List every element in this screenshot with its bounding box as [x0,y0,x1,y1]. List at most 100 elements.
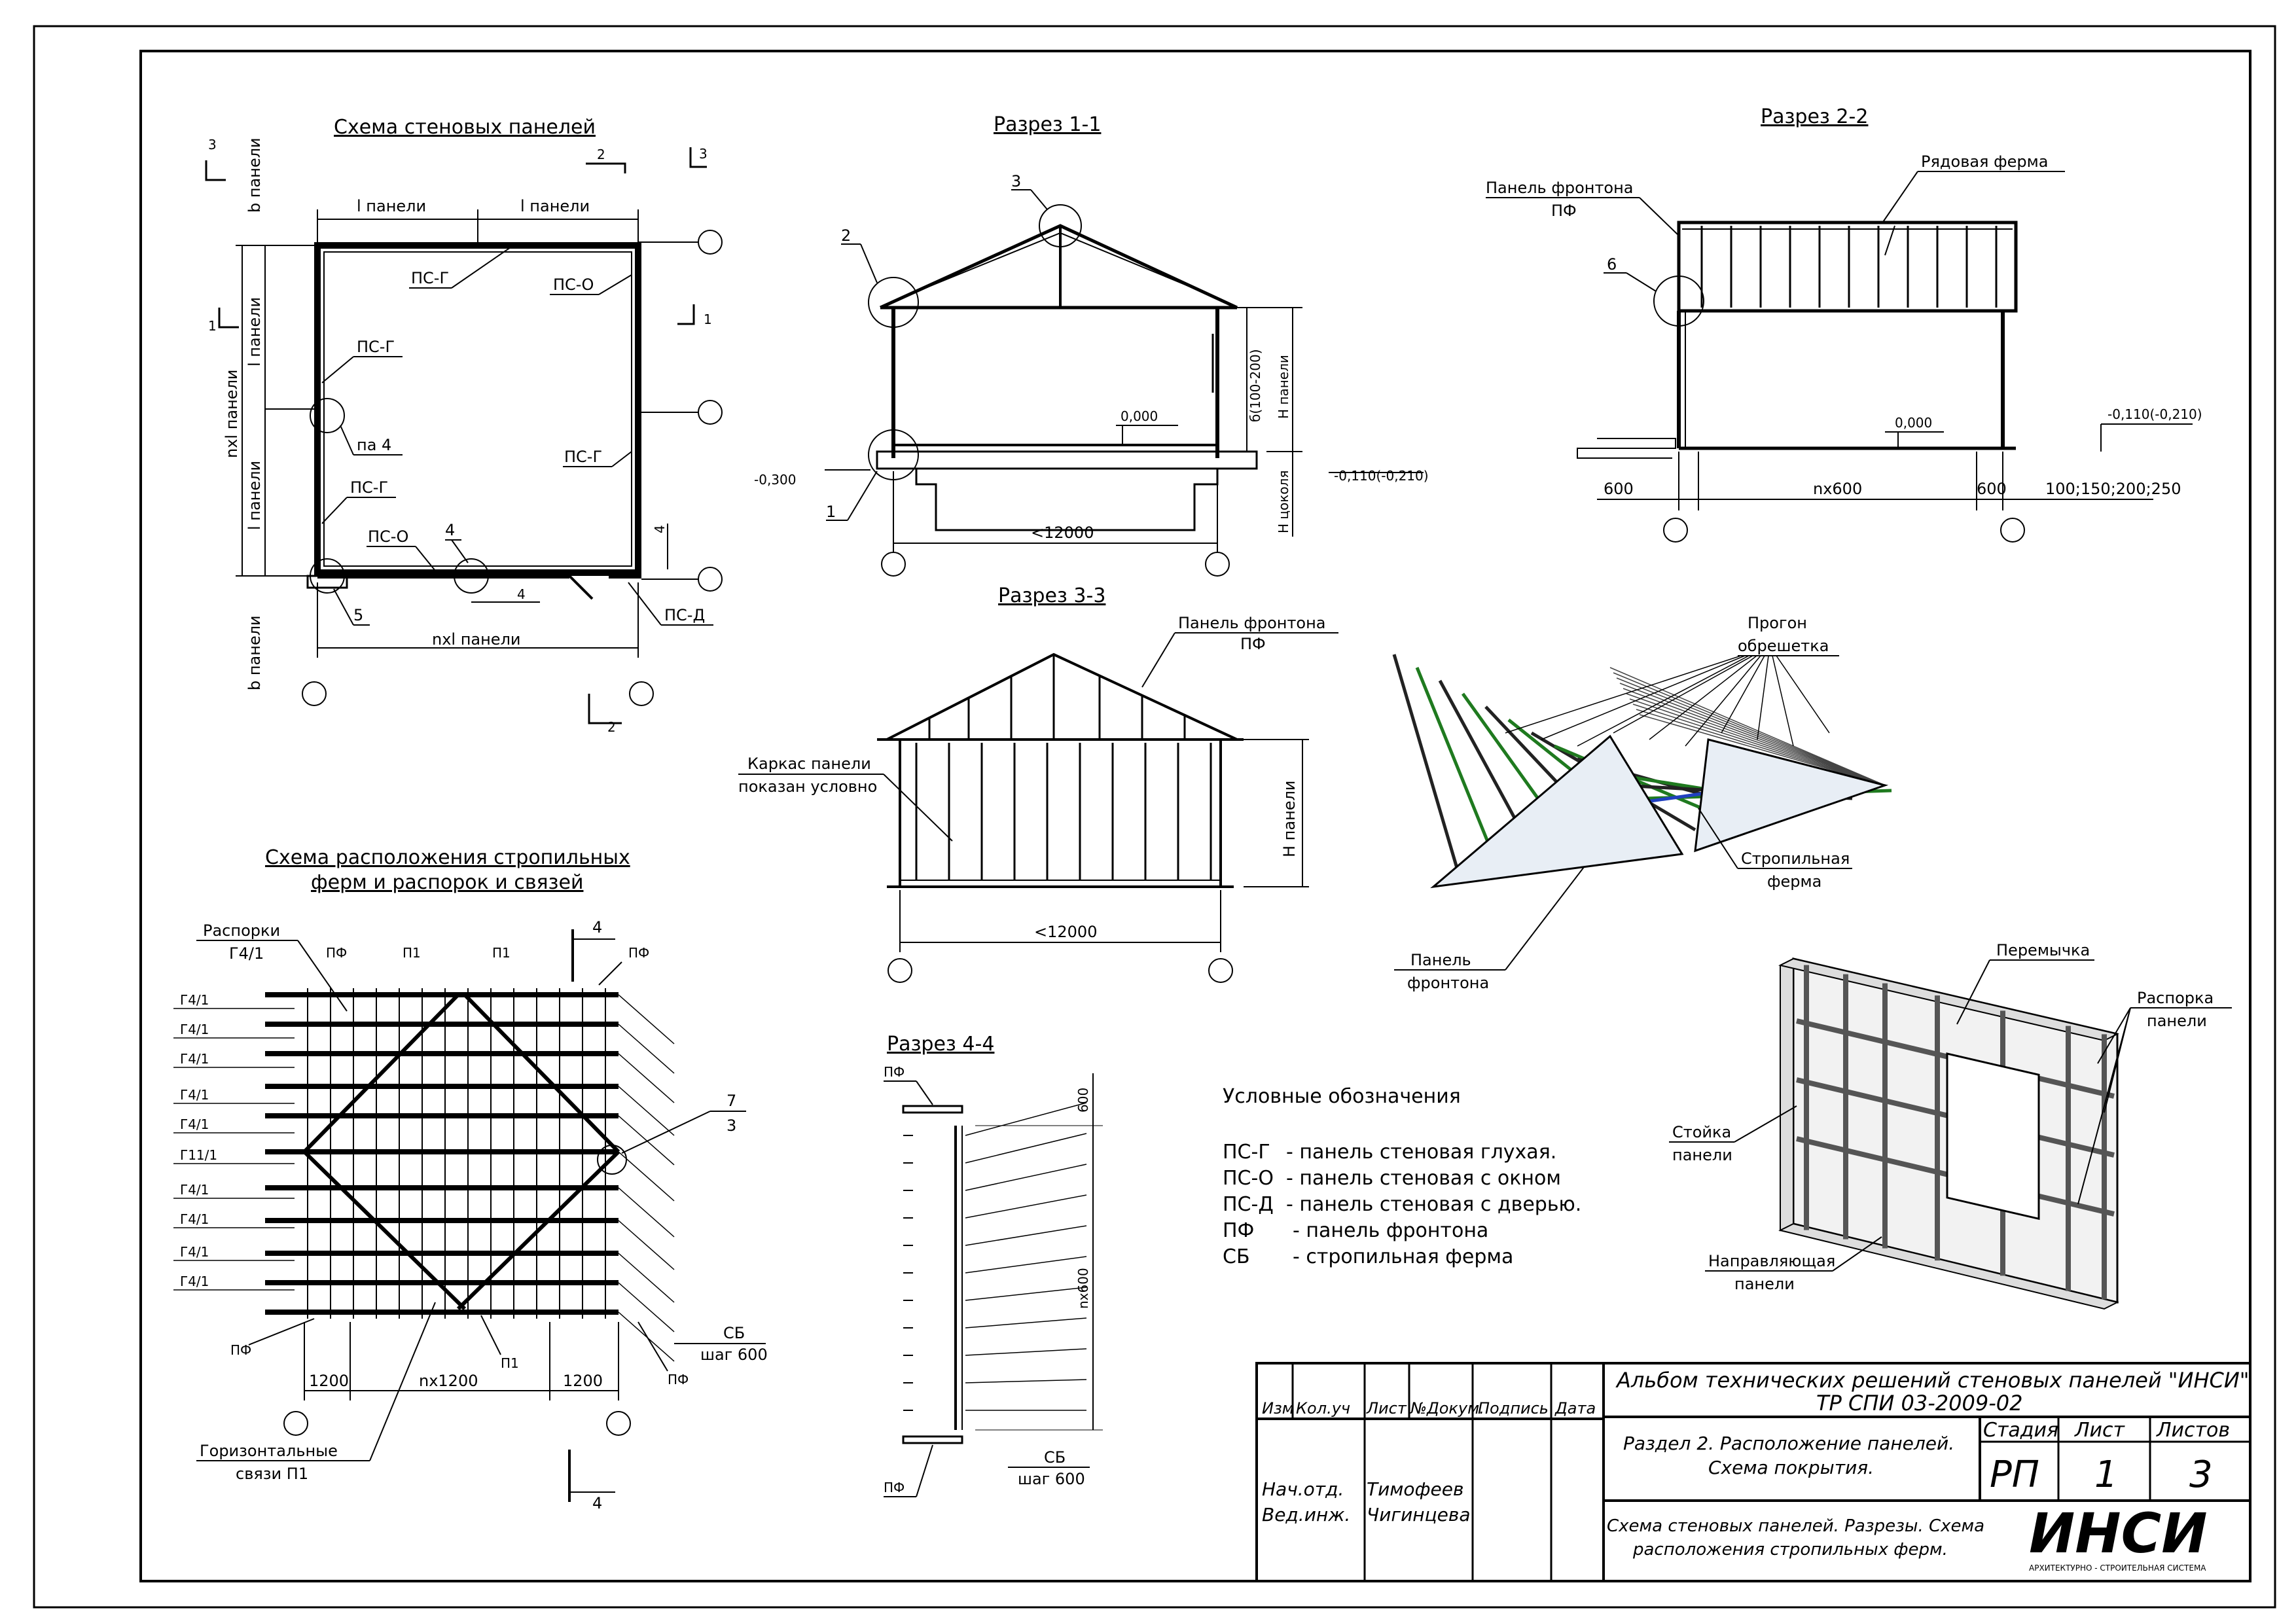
drawing-line [618,1253,675,1303]
dim-b-bottom: b панели [245,615,264,690]
sb-label: СБ [723,1324,745,1342]
grid-bubble [283,1411,308,1436]
drawing-line [965,1348,1087,1356]
tb-album-l2: ТР СПИ 03-2009-02 [1816,1391,2023,1416]
dim-l-panel-2: l панели [520,197,590,215]
drawing-line [965,1102,1087,1136]
purlin-label-l2: обрешетка [1738,637,1829,655]
tb-desc-l1: Схема стеновых панелей. Разрезы. Схема [1607,1516,1984,1536]
wall-panel-scheme: Схема стеновых панелей l панели l панели… [205,116,723,735]
iso-roof-view: Прогон обрешетка Стропильная ферма Панел… [1392,614,1892,992]
tb-col-izm: Изм [1262,1399,1294,1418]
sb-step: шаг 600 [700,1346,768,1364]
gable3-label-l1: Панель фронтона [1178,614,1326,632]
legend-code: ПС-Г [1223,1141,1270,1164]
dim-n600: nх600 [1813,480,1862,498]
p1-top-1: П1 [403,945,421,961]
dim-1200-right: 1200 [563,1372,603,1390]
braces-label-l1: Распорки [203,921,280,940]
brace-label-l2: панели [2147,1012,2207,1030]
gable3-label-l2: ПФ [1240,635,1266,653]
sec4-step: шаг 600 [1018,1470,1085,1488]
drawing-line [618,1053,675,1103]
brace-label-l1: Распорка [2137,989,2214,1007]
tb-section-l1: Раздел 2. Расположение панелей. [1623,1433,1954,1454]
stud-label-l1: Стойка [1672,1123,1731,1141]
legend-code: ПФ [1223,1219,1254,1242]
cut-mark-3b: 3 [699,146,708,162]
drawing-line [618,1115,675,1166]
label-pa4: па 4 [357,436,391,454]
truss-label: Рядовая ферма [1921,152,2048,171]
guide-label-l1: Направляющая [1708,1252,1835,1270]
cut-mark-1a: 1 [208,318,217,334]
dim-1200-left: 1200 [309,1372,349,1390]
sec4-sb: СБ [1044,1448,1066,1467]
section-2-title: Разрез 2-2 [1761,105,1868,128]
grid-bubble [1208,958,1233,983]
tb-v-stage: РП [1990,1454,2039,1496]
tb-v-sheet: 1 [2094,1454,2118,1496]
callout-circle [868,277,919,328]
callout-2: 2 [841,226,851,245]
drawing-line [965,1317,1087,1329]
cut-mark-2a: 2 [597,147,605,162]
row-label: Г4/1 [180,1087,209,1103]
drawing-line [618,1086,675,1136]
dim-b-top: b панели [245,137,264,213]
pf-bottom-1: ПФ [230,1342,251,1358]
tb-h-stage: Стадия [1983,1419,2058,1442]
drawing-line [1623,688,1886,786]
row-label: Г4/1 [180,1274,209,1289]
row-label: Г4/1 [180,1182,209,1198]
drawing-line [1632,704,1886,786]
drawing-line [1505,655,1742,734]
dim-600-right: 600 [1977,480,2007,498]
frame-label-l1: Каркас панели [747,755,871,773]
section-1-title: Разрез 1-1 [994,113,1101,136]
detail-dim-4a: 4 [517,586,526,602]
section-1-1: Разрез 1-1 3 2 1 0,000 -0,300 -0,110(-0,… [754,113,1429,577]
guide-label-l2: панели [1734,1275,1795,1293]
cut-mark-3a: 3 [208,137,217,152]
tb-album-l1: Альбом технических решений стеновых пане… [1615,1368,2250,1393]
dim-span-3: <12000 [1034,923,1097,941]
drawing-line [1629,698,1886,786]
drawing-line [1613,655,1753,734]
label-ps-g-left1: ПС-Г [357,338,395,356]
legend-text: - панель фронтона [1293,1219,1488,1242]
pf-bottom-2: ПФ [668,1372,689,1387]
iso-gable-label-l1: Панель [1410,951,1471,969]
sec4-pf-bottom: ПФ [884,1480,905,1495]
section-4-4: Разрез 4-4 ПФ ПФ 600 nх600 СБ шаг 600 [884,1033,1103,1497]
iso-panel-view: Перемычка Распорка панели Стойка панели … [1669,941,2232,1310]
drawing-line [965,1133,1087,1164]
drawing-line [1685,655,1761,747]
sec4-dim-n600: nх600 [1075,1268,1091,1309]
rafter-label-l2: ферма [1767,872,1821,891]
sec4-dim-600: 600 [1075,1088,1091,1113]
drawing-line [618,1220,675,1270]
grid-bubble [2000,518,2025,543]
grid-bubble [888,958,912,983]
drawing-line [1639,714,1886,786]
drawing-line [1757,655,1769,740]
iso-gable-label-l2: фронтона [1407,974,1489,992]
row-label: Г4/1 [180,1022,209,1037]
callout-5: 5 [353,606,363,624]
callout-4: 4 [445,521,455,539]
grid-bubble [1205,552,1230,577]
tb-col-data: Дата [1554,1399,1596,1418]
section-2-2: Разрез 2-2 6 Панель фронтона ПФ Рядовая … [1486,105,2202,543]
dim-l-left-2: l панели [245,461,264,530]
row-label: Г4/1 [180,1211,209,1227]
drawing-line [1392,654,1462,878]
insi-logo-subtitle: АРХИТЕКТУРНО - СТРОИТЕЛЬНАЯ СИСТЕМА [2029,1563,2206,1573]
wall-scheme-title: Схема стеновых панелей [334,116,596,139]
callout-circle [310,558,345,594]
cut-mark-1b: 1 [704,312,712,327]
panel-frame [915,743,1212,880]
dim-b-range: б(100-200) [1247,349,1263,422]
pf-top-2: ПФ [628,945,649,961]
